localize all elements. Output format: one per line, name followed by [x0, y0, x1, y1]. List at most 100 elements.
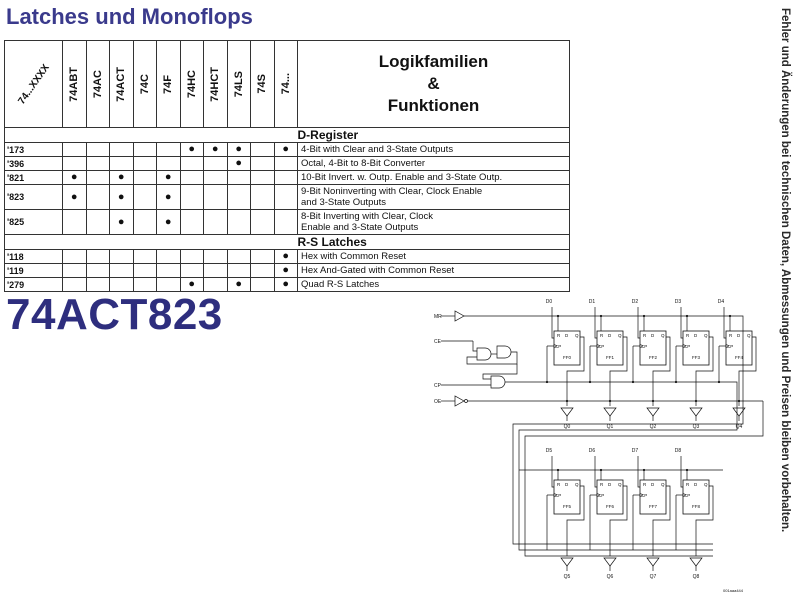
availability-dot: ● [226, 277, 251, 292]
data-input-label: D4 [718, 299, 725, 305]
pin-label: R [643, 333, 647, 338]
pin-label: CP [555, 344, 561, 349]
section-title: D-Register [297, 127, 570, 143]
wire [594, 456, 597, 488]
pin-label: R [557, 333, 561, 338]
pin-label: D [608, 333, 612, 338]
output-buffer-gate [646, 407, 660, 417]
pin-label: Q [704, 333, 708, 338]
output-buffer-gate [689, 557, 703, 567]
empty-cell [203, 156, 228, 171]
availability-dot: ● [109, 170, 134, 185]
family-label: 74HC [185, 69, 198, 99]
flip-flop-box [682, 330, 710, 366]
empty-cell [85, 263, 110, 278]
wire [695, 336, 714, 406]
empty-cell [179, 184, 204, 210]
wire [637, 456, 640, 488]
part-code: '396 [4, 156, 63, 171]
function-description: 9-Bit Noninverting with Clear, Clock Ena… [297, 184, 570, 210]
table-title-cell: Logikfamilien&Funktionen [297, 40, 570, 128]
data-input-label: D6 [589, 448, 596, 454]
pin-label: D [565, 482, 569, 487]
empty-cell [85, 184, 110, 210]
empty-cell [179, 209, 204, 235]
wire [551, 456, 554, 488]
empty-cell [179, 263, 204, 278]
output-label: Q8 [693, 574, 700, 580]
empty-cell [226, 209, 251, 235]
junction-dot [565, 399, 569, 403]
availability-dot: ● [109, 184, 134, 210]
control-input-label: CE [434, 339, 442, 345]
section-row: R-S Latches [4, 234, 570, 250]
side-disclaimer: Fehler und Änderungen bei technischen Da… [779, 8, 791, 533]
empty-cell [250, 263, 275, 278]
flip-flop-label: FF4 [735, 355, 743, 360]
empty-cell [85, 249, 110, 264]
output-label: Q6 [607, 574, 614, 580]
part-code: '823 [4, 184, 63, 210]
empty-cell [132, 263, 157, 278]
pin-label: D [694, 333, 698, 338]
function-description: Hex with Common Reset [297, 249, 570, 264]
part-code: '279 [4, 277, 63, 292]
corner-label: 74...XXXX [16, 62, 52, 107]
junction-dot [642, 314, 646, 318]
family-header: 74AC [85, 40, 110, 128]
description-line: Hex with Common Reset [301, 251, 407, 262]
availability-dot: ● [156, 184, 181, 210]
empty-cell [132, 156, 157, 171]
description-line: 10-Bit Invert. w. Outp. Enable and 3-Sta… [301, 172, 503, 183]
page-title: Latches und Monoflops [6, 4, 253, 29]
description-line: and 3-State Outputs [301, 197, 387, 208]
availability-dot: ● [273, 277, 298, 292]
part-code: '821 [4, 170, 63, 185]
part-code: '173 [4, 142, 63, 157]
oe-buffer-gate [454, 395, 465, 407]
table-row: '119●Hex And-Gated with Common Reset [4, 263, 570, 278]
empty-cell [203, 263, 228, 278]
flip-flop-label: FF5 [563, 504, 571, 509]
empty-cell [85, 170, 110, 185]
availability-dot: ● [203, 142, 228, 157]
empty-cell [273, 184, 298, 210]
empty-cell [273, 156, 298, 171]
empty-cell [109, 156, 134, 171]
pin-label: Q [575, 333, 579, 338]
control-input-label: MR [434, 314, 442, 320]
flip-flop-label: FF1 [606, 355, 614, 360]
pin-label: R [729, 333, 733, 338]
pin-label: D [651, 333, 655, 338]
junction-dot [728, 314, 732, 318]
description-line: 4-Bit with Clear and 3-State Outputs [301, 144, 454, 155]
pin-label: CP [641, 344, 647, 349]
table-row: '396●Octal, 4-Bit to 8-Bit Converter [4, 156, 570, 171]
corner-cell: 74...XXXX [4, 40, 63, 128]
pin-label: CP [555, 493, 561, 498]
empty-cell [250, 277, 275, 292]
empty-cell [226, 170, 251, 185]
pin-label: R [686, 482, 690, 487]
availability-dot: ● [273, 249, 298, 264]
description-line: Hex And-Gated with Common Reset [301, 265, 455, 276]
family-header: 74HCT [203, 40, 228, 128]
function-description: Hex And-Gated with Common Reset [297, 263, 570, 278]
family-label: 74C [138, 73, 151, 95]
flip-flop-box [596, 479, 624, 515]
junction-dot [685, 314, 689, 318]
pin-label: CP [684, 493, 690, 498]
empty-cell [156, 263, 181, 278]
empty-cell [132, 184, 157, 210]
figure-id: 001aaa444 [723, 588, 744, 593]
wire [723, 307, 726, 339]
function-description: Quad R-S Latches [297, 277, 570, 292]
empty-cell [109, 263, 134, 278]
output-buffer-gate [646, 557, 660, 567]
empty-cell [132, 170, 157, 185]
pin-label: D [608, 482, 612, 487]
availability-dot: ● [109, 209, 134, 235]
section-title: R-S Latches [297, 234, 570, 250]
